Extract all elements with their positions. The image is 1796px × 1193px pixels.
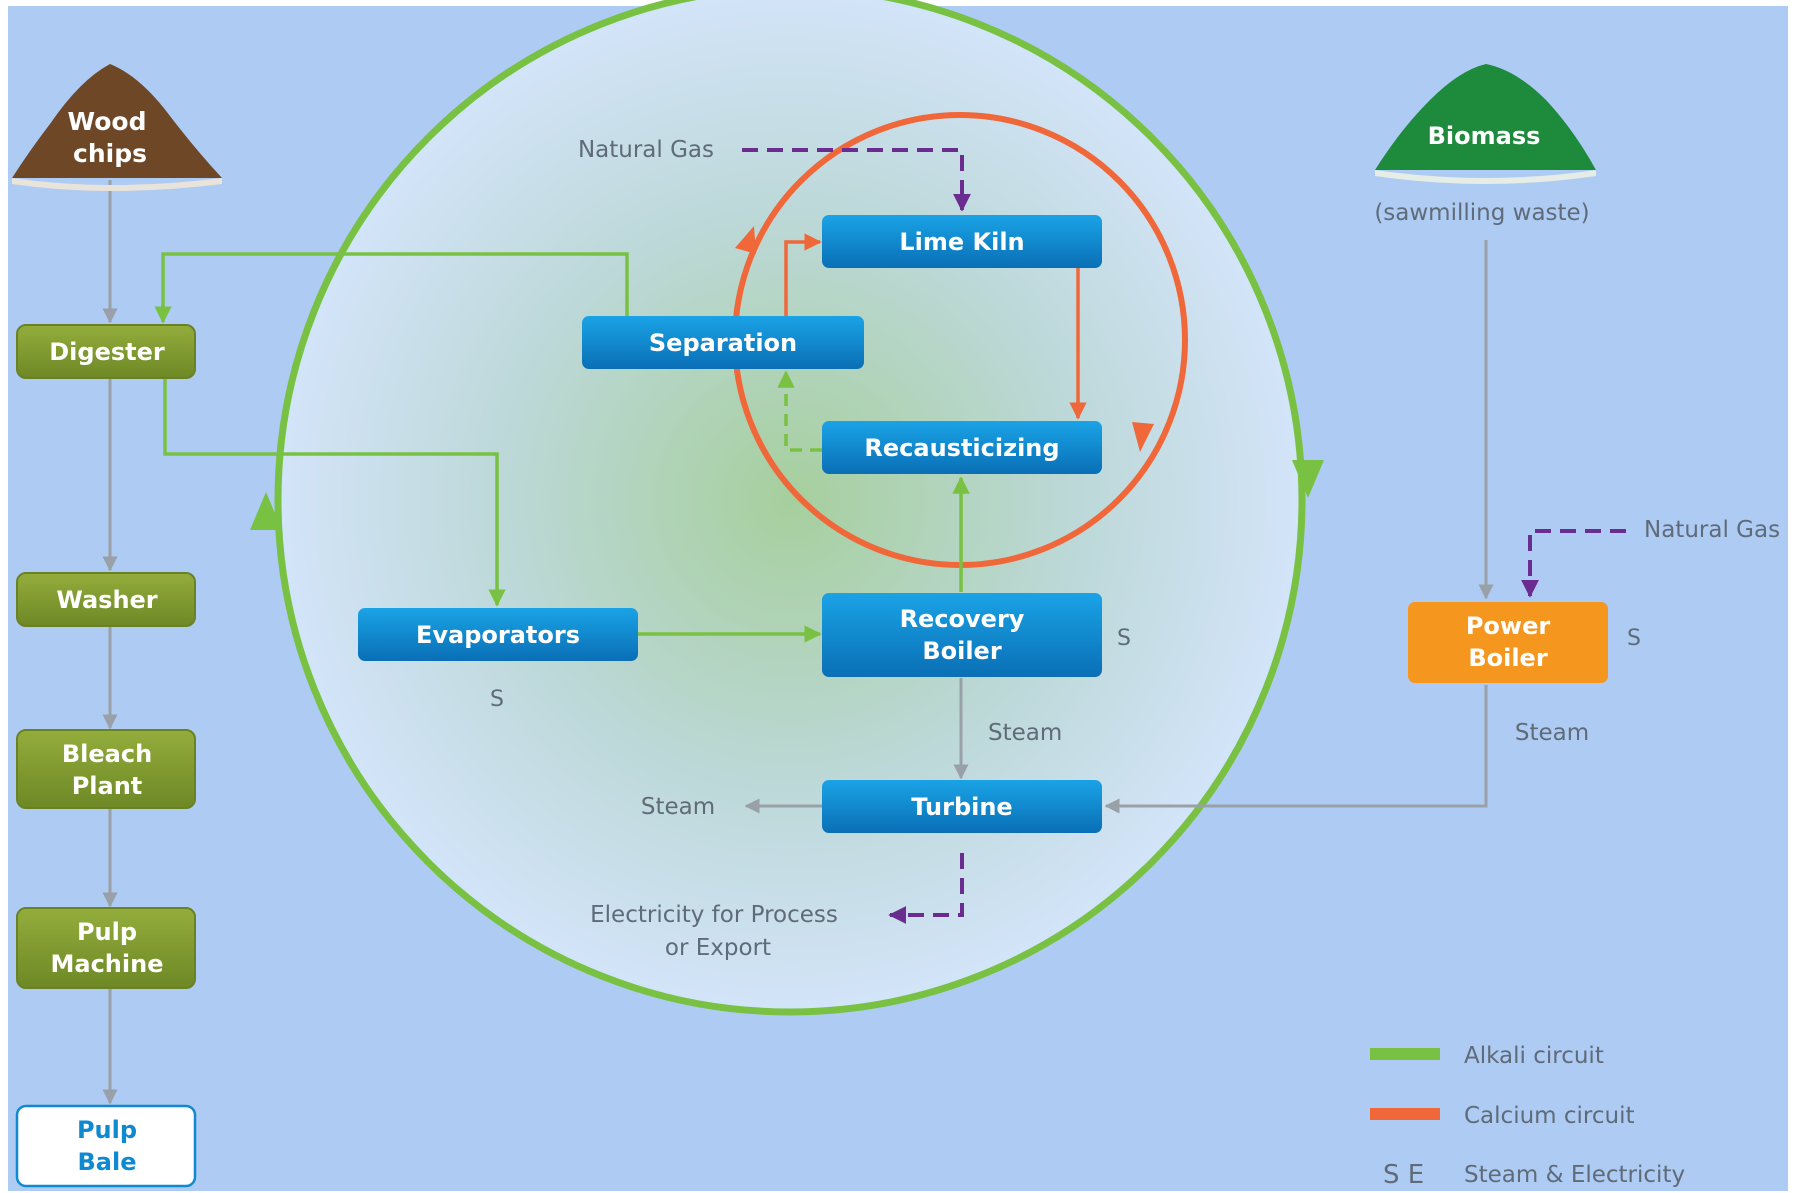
biomass-pile: Biomass: [1375, 64, 1596, 184]
natural-gas-right-label: Natural Gas: [1644, 517, 1780, 543]
calcium-arrow-right: [1132, 422, 1154, 452]
pulp-bale-label-line-1: Pulp: [77, 1116, 137, 1144]
wood-chips-pile: Wood chips: [12, 64, 222, 191]
biomass-note: (sawmilling waste): [1374, 200, 1589, 226]
biomass-label: Biomass: [1428, 122, 1541, 150]
digester-label: Digester: [49, 338, 165, 366]
wood-chips-label-line-1: Wood: [68, 107, 147, 136]
bleach-plant-label-line-1: Bleach: [62, 740, 152, 768]
steam-recovery-label: Steam: [988, 720, 1062, 746]
pulp-machine-box: Pulp Machine: [16, 907, 196, 989]
flow-recausticizing-to-separation: [777, 370, 822, 452]
separation-box: Separation: [582, 316, 864, 369]
recovery-boiler-label-line-2: Boiler: [922, 637, 1002, 665]
legend-calcium-label: Calcium circuit: [1464, 1103, 1635, 1129]
flow-powerboiler-to-turbine: [1104, 685, 1488, 814]
electricity-label-line-1: Electricity for Process: [590, 902, 838, 928]
s-power-label: S: [1627, 626, 1641, 651]
pulp-machine-label-line-2: Machine: [51, 950, 164, 978]
separation-label: Separation: [649, 329, 797, 357]
flow-turbine-to-electricity: [888, 853, 964, 924]
flow-separation-to-digester: [154, 252, 629, 324]
washer-box: Washer: [16, 572, 196, 627]
legend-calcium-swatch: [1370, 1108, 1440, 1120]
pulp-machine-label-line-1: Pulp: [77, 918, 137, 946]
recovery-boiler-label-line-1: Recovery: [900, 605, 1025, 633]
steam-out-label: Steam: [641, 794, 715, 820]
bleach-plant-label-line-2: Plant: [72, 772, 143, 800]
pulp-bale-label-line-2: Bale: [78, 1148, 137, 1176]
evaporators-label: Evaporators: [416, 621, 580, 649]
s-evaporators-label: S: [490, 687, 504, 712]
calcium-arrow-top: [735, 226, 756, 254]
legend-se-symbol: S E: [1383, 1160, 1424, 1190]
legend-alkali-swatch: [1370, 1048, 1440, 1060]
flow-digester-to-evaporators: [163, 378, 506, 607]
recovery-boiler-box: Recovery Boiler: [822, 593, 1102, 677]
legend-se-label: Steam & Electricity: [1464, 1162, 1685, 1188]
natural-gas-top-label: Natural Gas: [578, 137, 714, 163]
steam-power-label: Steam: [1515, 720, 1589, 746]
pulp-bale-box: Pulp Bale: [15, 1104, 197, 1188]
legend-alkali-label: Alkali circuit: [1464, 1043, 1604, 1069]
lime-kiln-box: Lime Kiln: [822, 215, 1102, 268]
power-boiler-box: Power Boiler: [1408, 602, 1608, 683]
legend: Alkali circuit Calcium circuit S E Steam…: [1370, 1043, 1685, 1190]
lime-kiln-label: Lime Kiln: [899, 228, 1024, 256]
recovery-cycle-circle: [274, 0, 1306, 1016]
flow-separation-to-limekiln: [784, 233, 822, 316]
washer-label: Washer: [56, 586, 157, 614]
turbine-box: Turbine: [822, 780, 1102, 833]
wood-chips-label-line-2: chips: [73, 139, 147, 168]
recausticizing-box: Recausticizing: [822, 421, 1102, 474]
s-recovery-label: S: [1117, 626, 1131, 651]
flow-natural-gas-to-powerboiler: [1521, 529, 1626, 598]
circle-arrow-left: [250, 492, 282, 530]
recausticizing-label: Recausticizing: [864, 434, 1059, 462]
power-boiler-label-line-1: Power: [1466, 612, 1551, 640]
circle-arrow-right: [1292, 460, 1324, 498]
bleach-plant-box: Bleach Plant: [16, 729, 196, 809]
turbine-label: Turbine: [911, 793, 1012, 821]
digester-box: Digester: [16, 324, 196, 379]
power-boiler-label-line-2: Boiler: [1468, 644, 1548, 672]
flow-natural-gas-to-limekiln: [742, 148, 971, 212]
evaporators-box: Evaporators: [358, 608, 638, 661]
electricity-label-line-2: or Export: [665, 935, 771, 961]
